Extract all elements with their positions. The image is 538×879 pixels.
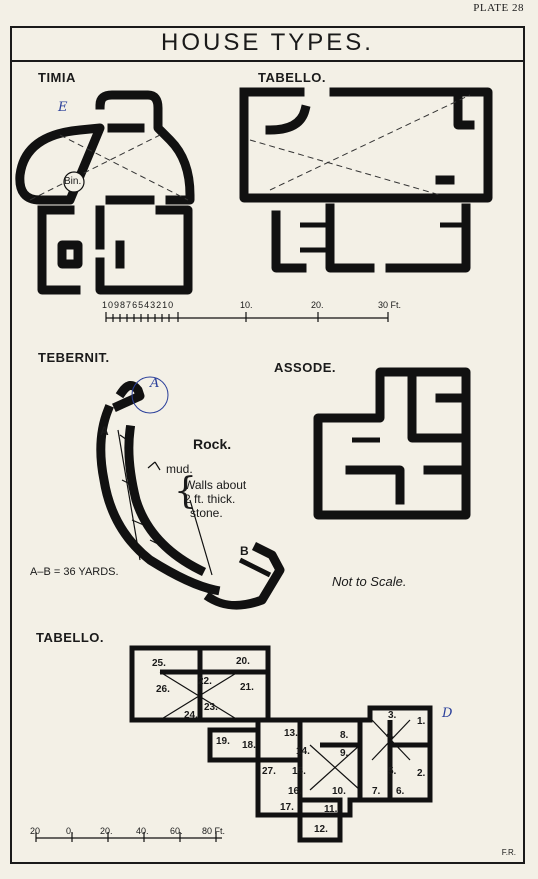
room-1: 1. bbox=[417, 716, 426, 727]
annotation-a: A bbox=[150, 376, 160, 391]
room-5: 5. bbox=[388, 766, 397, 777]
room-17: 17. bbox=[280, 802, 294, 813]
tabello-bottom-plan bbox=[129, 645, 433, 843]
scale-bottom-tick-80: 80 Ft. bbox=[202, 826, 226, 836]
room-4: 4. bbox=[386, 730, 395, 741]
assode-plan bbox=[313, 367, 471, 520]
room-3: 3. bbox=[388, 710, 397, 721]
timia-plan bbox=[15, 90, 195, 295]
annotation-e: E bbox=[58, 100, 68, 115]
room-2: 2. bbox=[417, 768, 426, 779]
label-tebernit: TEBERNIT. bbox=[38, 350, 110, 365]
scale-top-ticks-left: 109876543210 bbox=[102, 300, 175, 310]
room-16: 16. bbox=[288, 786, 302, 797]
scale-bottom-tick-60: 60. bbox=[170, 826, 183, 836]
room-7: 7. bbox=[372, 786, 381, 797]
scale-bar-bottom bbox=[35, 832, 222, 842]
room-24: 24. bbox=[184, 710, 198, 721]
room-11: 11. bbox=[324, 804, 338, 815]
scale-bottom-tick-20: 20. bbox=[100, 826, 113, 836]
scale-top-tick-10: 10. bbox=[240, 300, 253, 310]
plate-frame bbox=[10, 26, 525, 864]
page-title: HOUSE TYPES. bbox=[10, 26, 525, 62]
plate-number: PLATE 28 bbox=[473, 2, 524, 14]
distance-label: A–B = 36 YARDS. bbox=[30, 566, 119, 578]
room-21: 21. bbox=[240, 682, 254, 693]
room-6: 6. bbox=[396, 786, 405, 797]
room-20: 20. bbox=[236, 656, 250, 667]
room-19: 19. bbox=[216, 736, 230, 747]
label-tabello-bottom: TABELLO. bbox=[36, 630, 105, 645]
annotation-d: D bbox=[442, 706, 453, 721]
mud-label: mud. bbox=[166, 462, 193, 476]
scale-bar-top bbox=[105, 312, 389, 322]
room-12: 12. bbox=[314, 824, 328, 835]
label-assode: ASSODE. bbox=[274, 360, 337, 375]
scale-bottom-tick-20-left: 20 bbox=[30, 826, 41, 836]
walls-label-line1: Walls about bbox=[184, 478, 247, 492]
room-27: 27. bbox=[262, 766, 276, 777]
room-10: 10. bbox=[332, 786, 346, 797]
tabello-top-plan bbox=[239, 87, 493, 273]
room-13: 13. bbox=[284, 728, 298, 739]
room-14: 14. bbox=[296, 746, 310, 757]
room-23: 23. bbox=[204, 702, 218, 713]
label-timia: TIMIA bbox=[38, 70, 76, 85]
room-15: 15. bbox=[292, 766, 306, 777]
point-a-label: A bbox=[100, 424, 109, 438]
rock-label: Rock. bbox=[193, 436, 232, 452]
scale-top-tick-30: 30 Ft. bbox=[378, 300, 402, 310]
not-to-scale-label: Not to Scale. bbox=[332, 574, 407, 589]
point-b-label: B bbox=[240, 544, 249, 558]
bin-label: Bin. bbox=[64, 176, 82, 187]
scale-bottom-tick-0: 0. bbox=[66, 826, 74, 836]
scale-bottom-tick-40: 40. bbox=[136, 826, 149, 836]
room-18: 18. bbox=[242, 740, 256, 751]
artist-signature: F.R. bbox=[501, 848, 516, 857]
room-9: 9. bbox=[340, 748, 349, 759]
walls-label-line2: 2 ft. thick. bbox=[184, 492, 236, 506]
room-8: 8. bbox=[340, 730, 349, 741]
brace: { bbox=[174, 471, 197, 512]
tebernit-plan bbox=[96, 376, 285, 610]
walls-label-line3: stone. bbox=[190, 506, 223, 520]
room-22: 22. bbox=[198, 676, 212, 687]
room-25: 25. bbox=[152, 658, 166, 669]
scale-top-tick-20: 20. bbox=[311, 300, 324, 310]
label-tabello-top: TABELLO. bbox=[258, 70, 327, 85]
room-26: 26. bbox=[156, 684, 170, 695]
